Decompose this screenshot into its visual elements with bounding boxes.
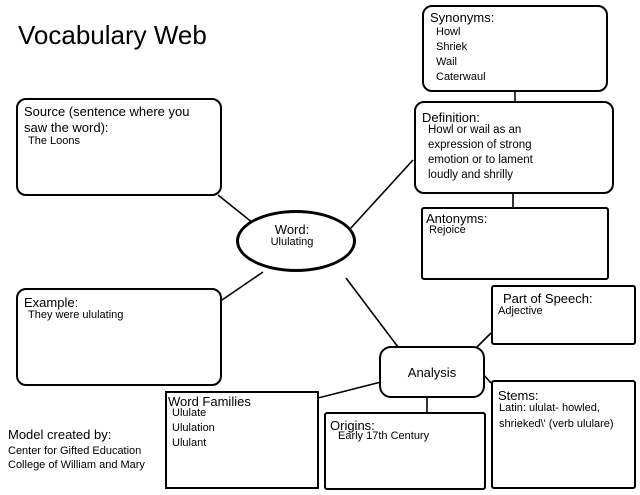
credit-line: Center for Gifted Education <box>8 444 145 458</box>
connector-word-example <box>222 272 263 300</box>
page-title: Vocabulary Web <box>18 20 207 50</box>
connector-word-definition <box>350 160 413 229</box>
list-item: Latin: ululat- howled, <box>499 400 614 416</box>
list-item: Caterwaul <box>436 70 486 85</box>
list-item: expression of strong <box>428 138 533 153</box>
antonyms-list: Rejoice <box>429 223 466 238</box>
list-item: Ululation <box>172 421 215 436</box>
list-item: Howl or wail as an <box>428 123 533 138</box>
synonyms-box: Synonyms: Howl Shriek Wail Caterwaul <box>422 5 608 92</box>
list-item: Wail <box>436 55 486 70</box>
list-item: Adjective <box>498 304 543 319</box>
definition-box: Definition: Howl or wail as an expressio… <box>414 101 614 194</box>
list-item: loudly and shrilly <box>428 168 533 183</box>
antonyms-box: Antonyms: Rejoice <box>421 207 609 280</box>
example-list: They were ululating <box>28 308 123 323</box>
word-ellipse: Word: Ululating <box>236 210 356 272</box>
credit-block: Model created by: Center for Gifted Educ… <box>8 426 145 472</box>
example-box: Example: They were ululating <box>16 288 222 386</box>
connector-word-analysis <box>346 278 398 347</box>
list-item: Ululate <box>172 406 215 421</box>
origins-box: Origins: Early 17th Century <box>324 412 486 490</box>
list-item: The Loons <box>28 134 80 149</box>
source-heading: Source (sentence where you saw the word)… <box>24 104 214 136</box>
stems-box: Stems: Latin: ululat- howled, shrieked\… <box>491 380 636 489</box>
word-families-list: Ululate Ululation Ululant <box>172 406 215 451</box>
synonyms-list: Howl Shriek Wail Caterwaul <box>436 25 486 85</box>
connector-analysis-word-families <box>318 382 381 398</box>
list-item: Ululating <box>231 235 353 250</box>
part-of-speech-list: Adjective <box>498 304 543 319</box>
list-item: shrieked\' (verb ululare) <box>499 416 614 432</box>
origins-list: Early 17th Century <box>338 429 429 444</box>
source-box: Source (sentence where you saw the word)… <box>16 98 222 196</box>
list-item: emotion or to lament <box>428 153 533 168</box>
connector-analysis-part-of-speech <box>477 333 491 347</box>
source-list: The Loons <box>28 134 80 149</box>
list-item: Shriek <box>436 40 486 55</box>
analysis-box: Analysis <box>379 346 485 398</box>
list-item: Howl <box>436 25 486 40</box>
list-item: Rejoice <box>429 223 466 238</box>
part-of-speech-box: Part of Speech: Adjective <box>491 285 636 345</box>
stems-list: Latin: ululat- howled, shrieked\' (verb… <box>499 400 614 432</box>
word-families-box: Word Families Ululate Ululation Ululant <box>165 391 319 489</box>
synonyms-heading: Synonyms: <box>430 11 494 25</box>
analysis-heading: Analysis <box>381 366 483 380</box>
definition-list: Howl or wail as an expression of strong … <box>428 123 533 183</box>
word-list: Ululating <box>231 235 353 250</box>
credit-line: College of William and Mary <box>8 458 145 472</box>
list-item: They were ululating <box>28 308 123 323</box>
list-item: Early 17th Century <box>338 429 429 444</box>
credit-heading: Model created by: <box>8 426 145 444</box>
list-item: Ululant <box>172 436 215 451</box>
